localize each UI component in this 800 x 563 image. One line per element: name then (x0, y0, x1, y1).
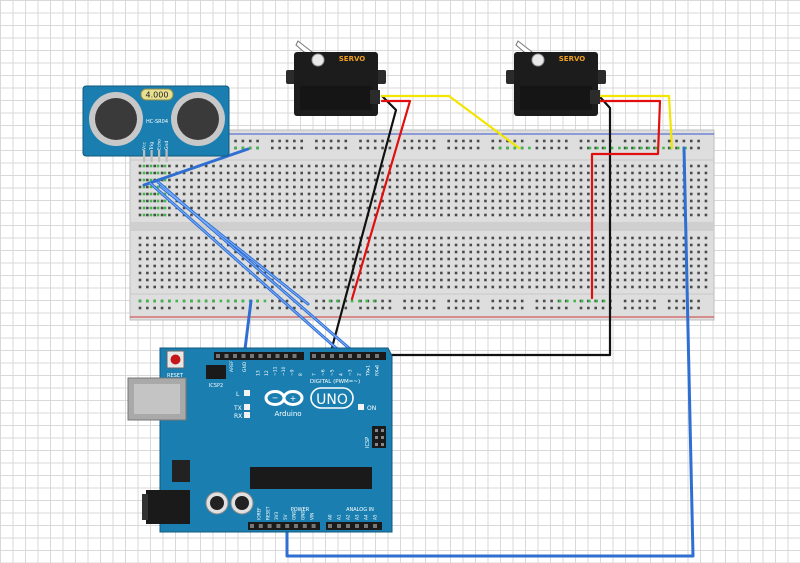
sensor-pin (143, 150, 146, 162)
servo-horn (311, 53, 325, 67)
uno-label: UNO (316, 392, 348, 408)
sensor-pin (150, 150, 153, 162)
reset-label: RESET (167, 373, 184, 379)
icsp2-header: ICSP2 (206, 365, 226, 389)
header-analog (326, 522, 382, 530)
sensor-pin-label: Gnd (164, 141, 170, 150)
led-tx-label: TX (233, 405, 242, 412)
digital-pin-label: ~6 (321, 369, 327, 376)
digital-label: DIGITAL (PWM=~) (310, 379, 360, 385)
power-pin-label: 5V (283, 514, 288, 520)
servo-label: SERVO (339, 55, 366, 63)
aref-label: AREF (229, 360, 235, 372)
breadboard (129, 129, 715, 321)
wires (142, 94, 695, 558)
wire-yellow-servo2 (598, 94, 674, 150)
led-l-label: L (236, 391, 240, 398)
sensor-pin (165, 150, 168, 162)
power-pin-label: RESET (265, 506, 270, 520)
analog-pin-label: A4 (364, 514, 369, 520)
voltage-regulator (172, 460, 190, 482)
digital-pin-holes (216, 354, 379, 358)
svg-text:−: − (272, 394, 279, 403)
power-label: POWER (291, 507, 310, 513)
power-jack (146, 490, 190, 524)
wire-blue-5v (285, 146, 695, 558)
power-pin-label: VIN (309, 513, 314, 520)
digital-pin-label: ~9 (290, 369, 296, 376)
power-pin-label: GND (301, 510, 306, 520)
analog-pin-label: A3 (355, 514, 360, 520)
svg-text:+: + (290, 394, 297, 403)
sensor-pin (158, 150, 161, 162)
header-power (248, 522, 320, 530)
digital-pin-label: ~3 (348, 369, 354, 376)
wire-blue-sensor-rail (142, 147, 250, 187)
wire-yellow-servo1 (380, 94, 521, 150)
sensor-model: HC-SR04 (146, 119, 168, 125)
digital-pin-label: 4 (339, 373, 345, 376)
servo-horn (531, 53, 545, 67)
led-rx-label: RX (234, 413, 242, 420)
digital-pin-label: ~11 (273, 366, 279, 376)
icsp-header: ICSP (365, 426, 386, 448)
microcontroller-chip (250, 467, 372, 489)
digital-pin-label: 12 (264, 370, 270, 376)
wire-black-servo2 (376, 95, 612, 357)
power-pin-label: IOREF (257, 507, 262, 520)
transducer-left (89, 92, 143, 146)
digital-pin-label: ~5 (330, 369, 336, 376)
digital-pin-label: ~10 (281, 366, 287, 376)
wire-red-servo1 (350, 99, 412, 301)
servo-label: SERVO (559, 55, 586, 63)
sensor-pin-label: Vcc (142, 141, 148, 150)
power-analog-pin-holes (250, 524, 377, 528)
power-pin-label: GND (292, 510, 297, 520)
digital-pin-label: 2 (357, 373, 363, 376)
digital-pin-label: 7 (312, 373, 318, 376)
sensor-pin-label: Echo (157, 139, 163, 150)
transducer-right (171, 92, 225, 146)
analog-pin-label: A2 (346, 514, 351, 520)
digital-pin-label: 13 (256, 370, 262, 376)
capacitors (205, 491, 254, 515)
digital-pin-label: TX▸1 (366, 365, 372, 377)
led-on-label: ON (367, 405, 376, 412)
digital-pin-label: 8 (298, 373, 304, 376)
wire-red-servo2 (590, 99, 662, 300)
sensor-pin-label: Trig (149, 142, 155, 151)
servo-2: SERVO (506, 40, 606, 116)
icsp-label: ICSP (365, 437, 371, 448)
sensor-display: 4.000 (146, 91, 169, 100)
analog-pin-label: A5 (373, 514, 378, 520)
gnd-top-label: GND (242, 361, 248, 372)
servo-1: SERVO (286, 40, 386, 116)
brand-label: Arduino (274, 410, 301, 418)
analog-pin-label: A1 (337, 514, 342, 520)
digital-pin-label: RX◂0 (375, 365, 381, 376)
analog-label: ANALOG IN (346, 507, 374, 513)
icsp2-label: ICSP2 (209, 383, 223, 389)
arduino-logo-icon (264, 390, 304, 406)
power-pin-label: 3V3 (274, 511, 279, 520)
analog-pin-label: A0 (328, 514, 333, 520)
